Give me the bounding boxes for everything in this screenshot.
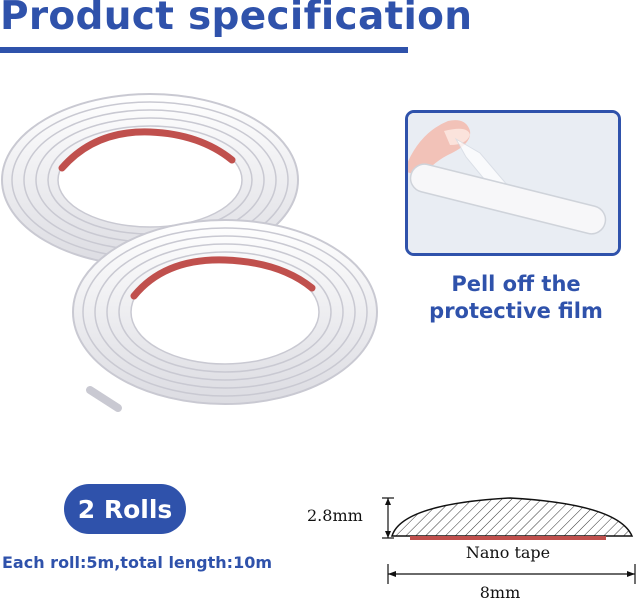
rolls-count-badge: 2 Rolls bbox=[64, 484, 186, 534]
peel-film-caption: Pell off the protective film bbox=[408, 271, 624, 325]
page-title: Product specification bbox=[0, 0, 473, 39]
nano-tape-label: Nano tape bbox=[465, 543, 551, 562]
roll-back bbox=[1, 93, 299, 267]
cross-section-diagram bbox=[382, 497, 636, 584]
peel-film-inset bbox=[405, 110, 621, 256]
roll-length-note: Each roll:5m,total length:10m bbox=[2, 553, 272, 572]
roll-front bbox=[72, 219, 378, 412]
width-dimension-label: 8mm bbox=[479, 583, 521, 602]
caption-line-2: protective film bbox=[429, 299, 603, 323]
product-coils-illustration bbox=[1, 93, 378, 412]
caption-line-1: Pell off the bbox=[451, 272, 581, 296]
title-underline bbox=[0, 47, 408, 53]
peel-film-illustration bbox=[408, 113, 618, 253]
height-dimension-label: 2.8mm bbox=[307, 506, 363, 525]
